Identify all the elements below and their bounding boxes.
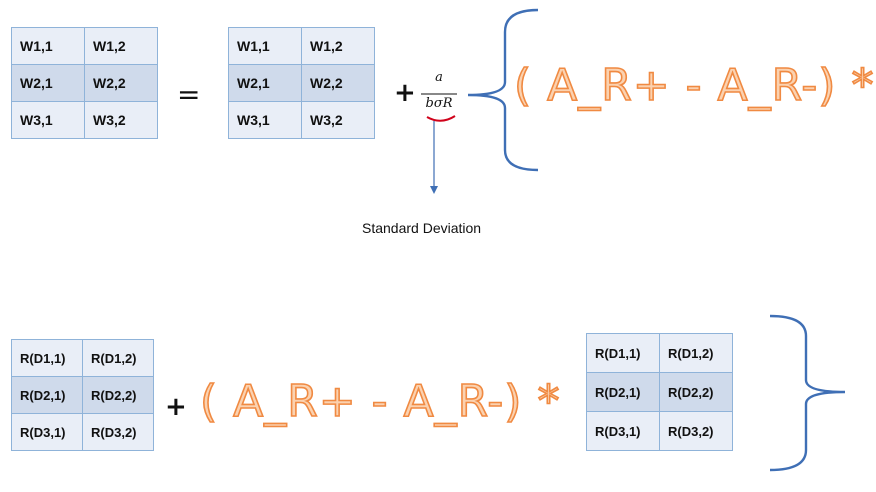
formula-text-bottom: ( A_R+ - A_R-) * [199,375,561,428]
equals-sign: = [177,78,201,111]
matrix-cell: W3,2 [84,101,158,139]
matrix-cell: R(D3,1) [11,413,83,451]
r-matrix-left: R(D1,1) R(D1,2) R(D2,1) R(D2,2) R(D3,1) … [11,339,154,451]
red-underline [426,115,456,122]
matrix-cell: R(D1,1) [586,333,660,373]
r-matrix-right: R(D1,1) R(D1,2) R(D2,1) R(D2,2) R(D3,1) … [586,333,733,451]
matrix-cell: R(D1,2) [659,333,733,373]
matrix-cell: W1,1 [228,27,302,65]
matrix-cell: R(D3,2) [659,411,733,451]
fraction-denominator: bσR [425,96,453,111]
matrix-cell: W2,2 [301,64,375,102]
plus-sign-bottom: + [165,392,187,422]
matrix-cell: R(D1,2) [82,339,154,377]
matrix-cell: R(D2,2) [659,372,733,412]
curly-brace-left-icon [467,8,539,172]
matrix-cell: R(D2,1) [11,376,83,414]
matrix-cell: R(D3,2) [82,413,154,451]
formula-text-top: ( A_R+ - A_R-) * [513,59,875,112]
w-matrix-left: W1,1 W1,2 W2,1 W2,2 W3,1 W3,2 [11,27,158,139]
matrix-cell: W3,1 [228,101,302,139]
matrix-cell: W3,1 [11,101,85,139]
matrix-cell: R(D1,1) [11,339,83,377]
fraction-numerator: a [435,70,443,85]
matrix-cell: W2,2 [84,64,158,102]
plus-sign-top: + [394,78,416,108]
matrix-cell: W1,1 [11,27,85,65]
matrix-cell: W3,2 [301,101,375,139]
standard-deviation-label: Standard Deviation [362,220,482,236]
matrix-cell: W1,2 [84,27,158,65]
matrix-cell: R(D2,1) [586,372,660,412]
matrix-cell: R(D3,1) [586,411,660,451]
matrix-cell: W1,2 [301,27,375,65]
arrow-head-icon [430,186,438,194]
matrix-cell: W2,1 [228,64,302,102]
w-matrix-right: W1,1 W1,2 W2,1 W2,2 W3,1 W3,2 [228,27,375,139]
matrix-cell: R(D2,2) [82,376,154,414]
curly-brace-right-icon [769,314,846,472]
